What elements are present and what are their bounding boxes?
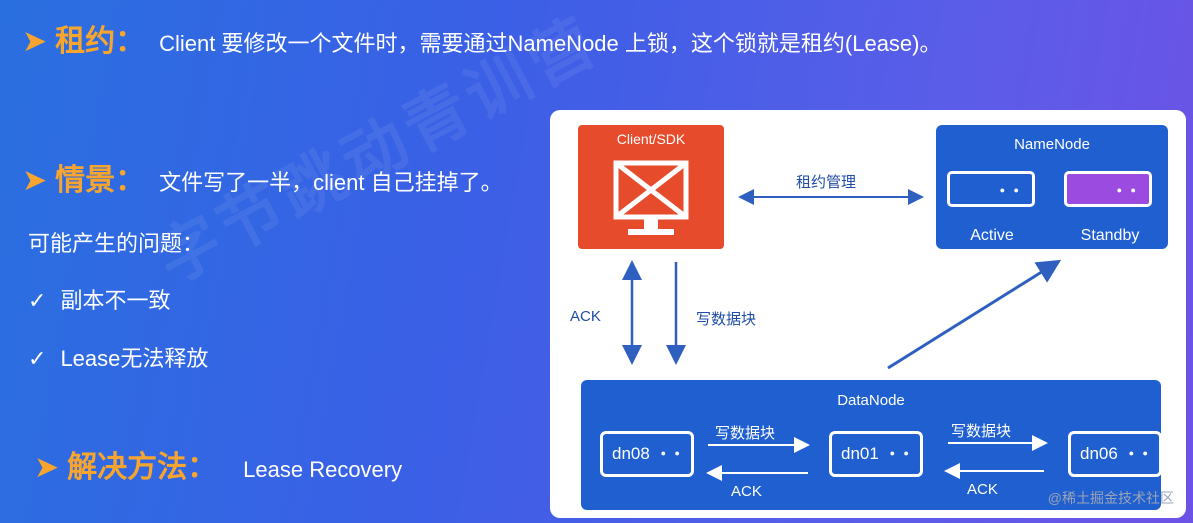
node-name: dn06 [1080,444,1118,463]
node-dots: ● ● [889,448,912,458]
datanode-title: DataNode [837,392,905,409]
node-dots: ● ● [660,448,683,458]
standby-server-icon: ● ● [1064,171,1152,207]
bullet-arrow-icon: ➤ [22,164,48,197]
client-sdk-box: Client/SDK [578,125,724,249]
problems-title: 可能产生的问题： [28,231,205,256]
server-dots: ● ● [999,185,1022,195]
lease-heading: 租约： [55,25,146,58]
problem-item: ✓ Lease无法释放 [28,341,208,373]
active-label: Active [970,227,1014,244]
problem-item: ✓ 副本不一致 [28,283,170,315]
active-server-icon: ● ● [947,171,1035,207]
datanode-dn08: dn08 ● ● [600,431,694,477]
problem-item-label: Lease无法释放 [60,346,209,371]
lease-line: ➤ 租约： Client 要修改一个文件时，需要通过NameNode 上锁，这个… [22,16,942,60]
datanode-to-namenode-arrow [887,259,1062,370]
node-name: dn08 [612,444,650,463]
problem-item-label: 副本不一致 [60,288,171,313]
scenario-heading: 情景： [55,164,146,197]
node-name: dn01 [841,444,879,463]
ack-label-1: ACK [731,483,762,500]
ack-label-2: ACK [967,481,998,498]
standby-label: Standby [1080,227,1140,244]
bullet-arrow-icon: ➤ [22,25,48,58]
architecture-diagram: Client/SDK NameNode ● ● ● ● Active Stand… [550,110,1186,518]
write-block-label-1: 写数据块 [715,425,776,442]
bullet-arrow-icon: ➤ [34,451,60,484]
namenode-title: NameNode [1014,136,1090,153]
scenario-description: 文件写了一半，client 自己挂掉了。 [159,170,503,195]
client-monitor-icon [613,160,689,235]
client-sdk-title: Client/SDK [616,131,686,147]
diagram-arrows [622,189,1062,481]
lease-management-label: 租约管理 [796,174,857,191]
namenode-box: NameNode ● ● ● ● Active Standby [936,125,1168,249]
datanode-dn06: dn06 ● ● [1068,431,1162,477]
lease-description: Client 要修改一个文件时，需要通过NameNode 上锁，这个锁就是租约(… [159,31,942,56]
site-watermark: @稀土掘金技术社区 [1047,490,1174,506]
scenario-line: ➤ 情景： 文件写了一半，client 自己挂掉了。 [22,155,503,199]
datanode-dn01: dn01 ● ● [829,431,923,477]
check-icon: ✓ [28,346,47,371]
check-icon: ✓ [28,288,47,313]
ack-vertical-label: ACK [570,308,601,325]
solution-line: ➤ 解决方法： Lease Recovery [34,442,402,486]
node-dots: ● ● [1128,448,1151,458]
solution-description: Lease Recovery [243,457,403,482]
server-dots: ● ● [1116,185,1139,195]
solution-heading: 解决方法： [67,451,218,484]
write-block-vertical-label: 写数据块 [696,311,757,328]
write-block-label-2: 写数据块 [951,423,1012,440]
datanode-box: DataNode dn08 ● ● dn01 ● ● dn06 ● ● 写数据块… [581,380,1162,510]
